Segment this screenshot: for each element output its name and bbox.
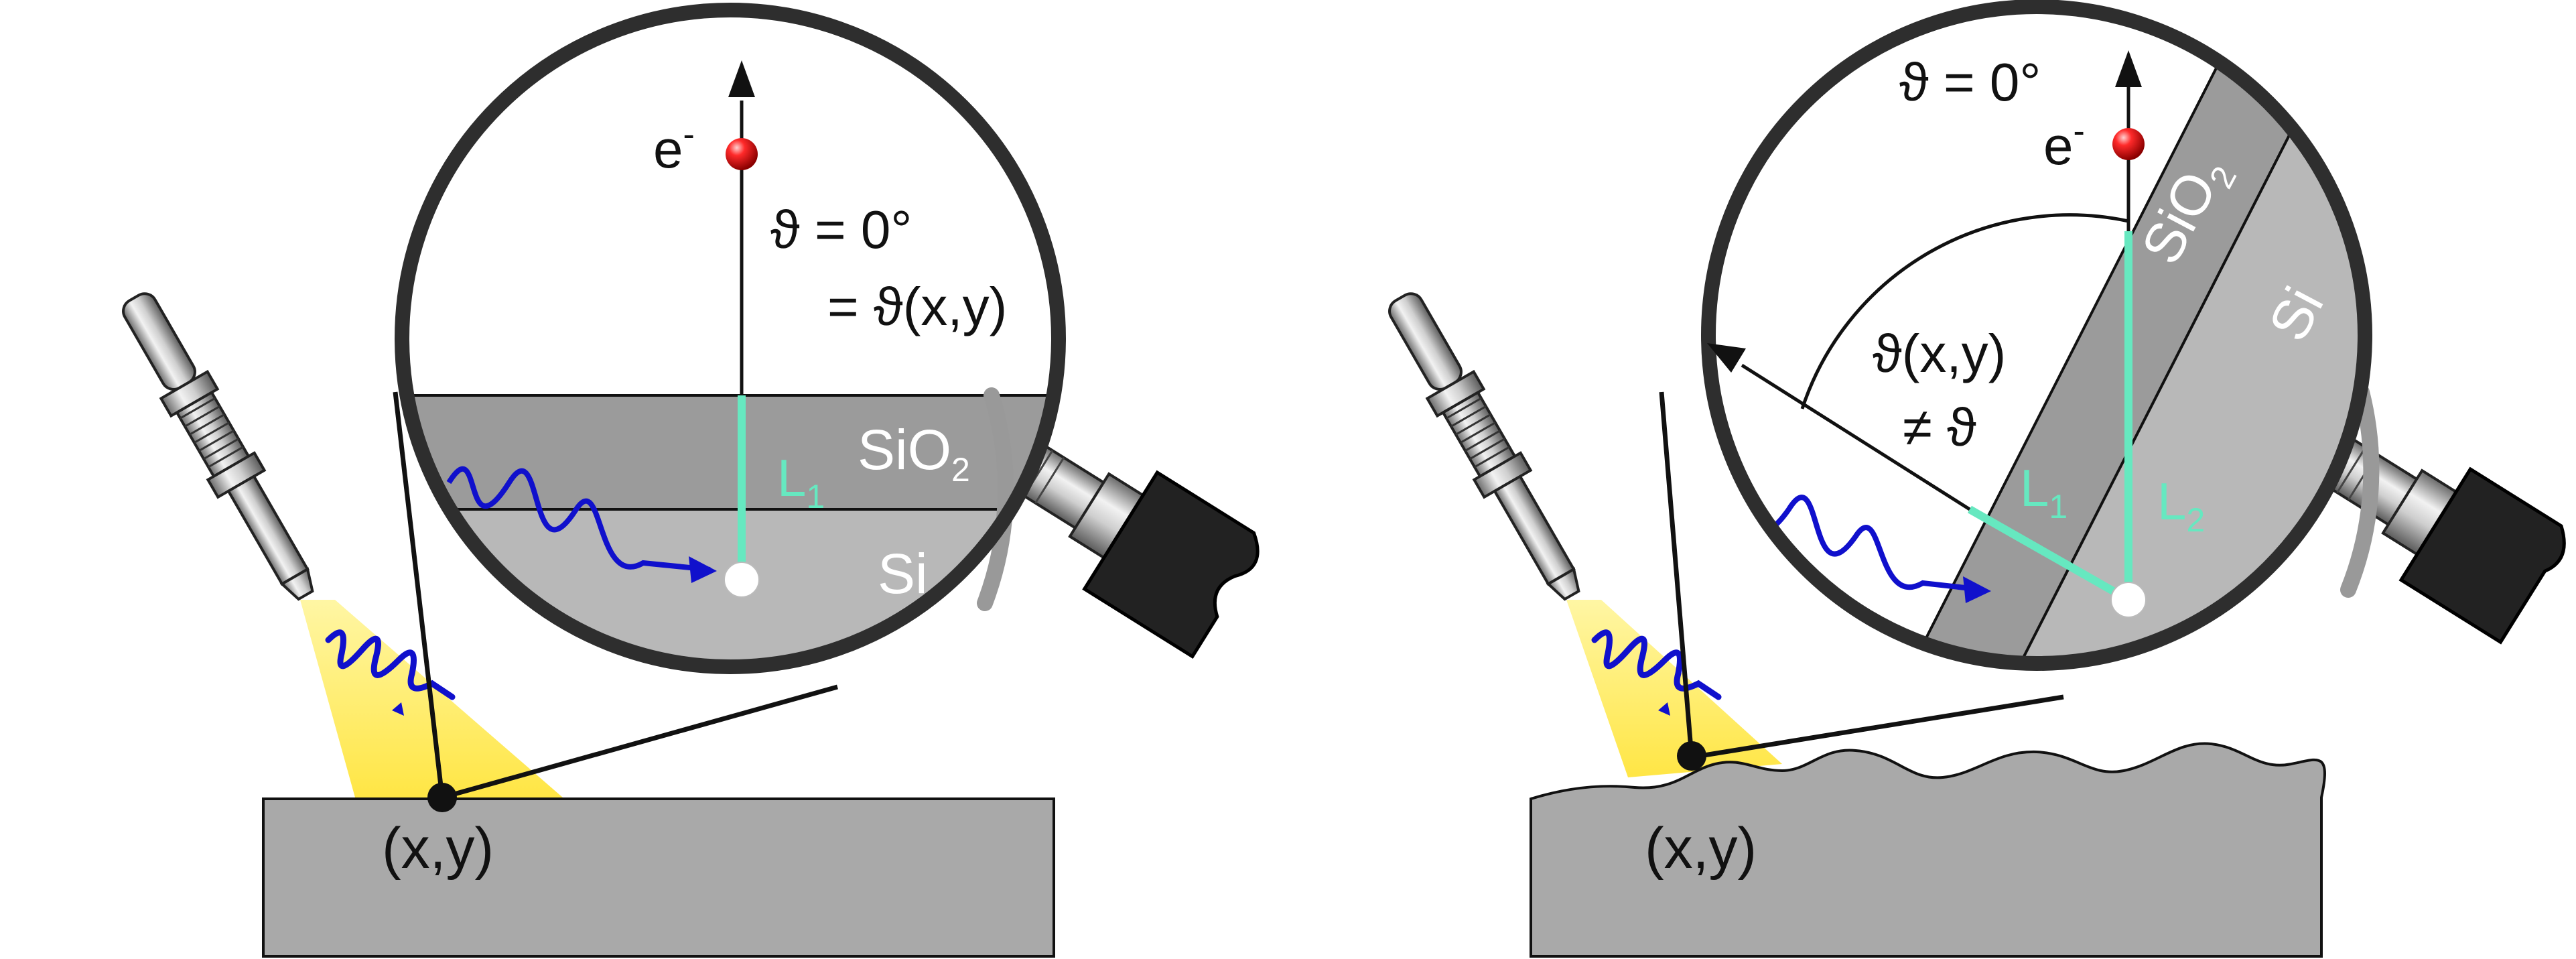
si-layer-left — [402, 509, 1059, 667]
angle-label-right-1: ϑ(x,y) — [1873, 324, 2006, 383]
path-label-right-l2: L2 — [2157, 472, 2205, 539]
angle-label-right-2: ≠ ϑ — [1903, 397, 1976, 457]
point-label-left: (x,y) — [382, 816, 494, 881]
xray-source-left — [122, 292, 314, 601]
right-panel: (x,y) — [1388, 0, 2566, 958]
xray-beam-right — [1566, 600, 1782, 777]
path-label-right-l1: L1 — [2020, 458, 2067, 525]
angle-label-left-2: = ϑ(x,y) — [827, 277, 1007, 336]
left-panel: (x,y) — [122, 3, 1260, 958]
beam-wave-left — [325, 629, 456, 700]
point-label-right: (x,y) — [1645, 816, 1757, 881]
electron-right — [2112, 128, 2145, 160]
measurement-point-right — [1677, 741, 1706, 771]
si-label-left: Si — [878, 542, 928, 605]
sample-substrate-right — [1530, 742, 2326, 958]
sample-substrate-left — [262, 797, 1055, 958]
electron-label-left: e- — [653, 115, 695, 179]
path-label-left-l1: L1 — [777, 448, 825, 515]
angle-top-label-right: ϑ = 0° — [1899, 52, 2041, 112]
electron-label-right: e- — [2043, 112, 2085, 176]
magnifier-right: ϑ = 0° e- ϑ(x,y) ≠ ϑ L1 L2 SiO2 Si — [1701, 0, 2380, 671]
xray-source-right — [1388, 292, 1580, 601]
emission-point-left — [724, 562, 760, 598]
angle-label-left-1: ϑ = 0° — [770, 200, 912, 259]
magnifier-left: e- ϑ = 0° = ϑ(x,y) L1 SiO2 Si — [395, 3, 1066, 674]
sio2-label-left: SiO2 — [858, 418, 970, 489]
sio2-layer-left — [402, 395, 1059, 509]
emission-point-right — [2110, 582, 2147, 618]
measurement-point-left — [427, 783, 457, 812]
detector-right — [2295, 420, 2566, 645]
beam-wave-right — [1591, 629, 1722, 700]
electron-left — [726, 138, 758, 170]
